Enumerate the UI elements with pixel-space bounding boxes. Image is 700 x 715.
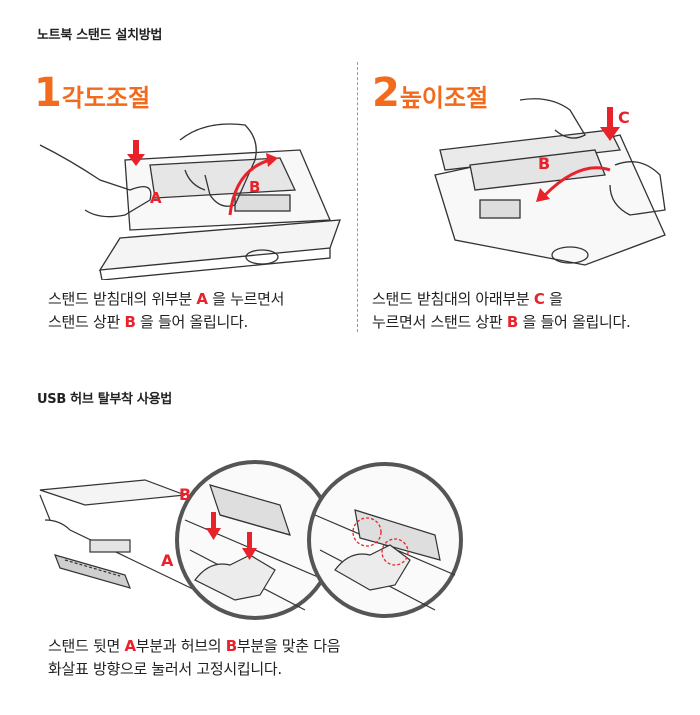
usb-fig-mark-a: A (161, 551, 174, 570)
step2-line2-mark: B (506, 313, 519, 331)
step2-line1-text-end: 을 (544, 290, 563, 308)
usb-hub-illustration: B A (39, 460, 463, 620)
step2-line1-text: 스탠드 받침대의 아래부분 (372, 290, 534, 308)
usb-line1-text: 스탠드 뒷면 (48, 637, 125, 655)
step2-line2-text-end: 을 들어 올립니다. (518, 313, 631, 331)
usb-line1-text-mid: 부분과 허브의 (135, 637, 226, 655)
step2-line1-mark: C (533, 290, 545, 308)
fig1-mark-a: A (150, 189, 162, 207)
step2-line2-text: 누르면서 스탠드 상판 (372, 313, 507, 331)
step1-label: 각도조절 (61, 84, 151, 112)
step2-label: 높이조절 (399, 84, 489, 112)
usb-section-title: USB 허브 탈부착 사용법 (37, 392, 172, 407)
usb-line1-text-end: 부분을 맞춘 다음 (236, 637, 341, 655)
step1-line1-text-end: 을 누르면서 (207, 290, 285, 308)
usb-line1-mark-a: A (124, 637, 136, 655)
usb-line2-text: 화살표 방향으로 눌러서 고정시킵니다. (48, 660, 282, 678)
step1-number: 1 (34, 70, 62, 116)
usb-line1-mark-b: B (225, 637, 237, 655)
step1-line2-text: 스탠드 상판 (48, 313, 125, 331)
usb-description: 스탠드 뒷면 A부분과 허브의 B부분을 맞춘 다음 화살표 방향으로 눌러서 … (48, 635, 341, 681)
step1-description: 스탠드 받침대의 위부분 A 을 누르면서 스탠드 상판 B 을 들어 올립니다… (48, 288, 284, 334)
angle-adjust-illustration: A B (39, 123, 341, 280)
usb-fig-mark-b: B (179, 485, 191, 504)
height-adjust-illustration: C B (434, 98, 666, 266)
step1-line2-text-end: 을 들어 올립니다. (135, 313, 248, 331)
step1-line1-mark: A (196, 290, 208, 308)
step2-description: 스탠드 받침대의 아래부분 C 을 누르면서 스탠드 상판 B 을 들어 올립니… (372, 288, 631, 334)
step1-line1-text: 스탠드 받침대의 위부분 (48, 290, 197, 308)
fig1-mark-b: B (249, 178, 260, 196)
step1-heading: 1각도조절 (34, 70, 150, 116)
fig2-mark-b: B (538, 154, 550, 173)
install-section-title: 노트북 스탠드 설치방법 (37, 28, 163, 43)
fig2-mark-c: C (618, 108, 630, 127)
step2-number: 2 (372, 70, 400, 116)
step1-line2-mark: B (124, 313, 136, 331)
section-divider (357, 62, 358, 332)
step2-heading: 2높이조절 (372, 70, 488, 116)
